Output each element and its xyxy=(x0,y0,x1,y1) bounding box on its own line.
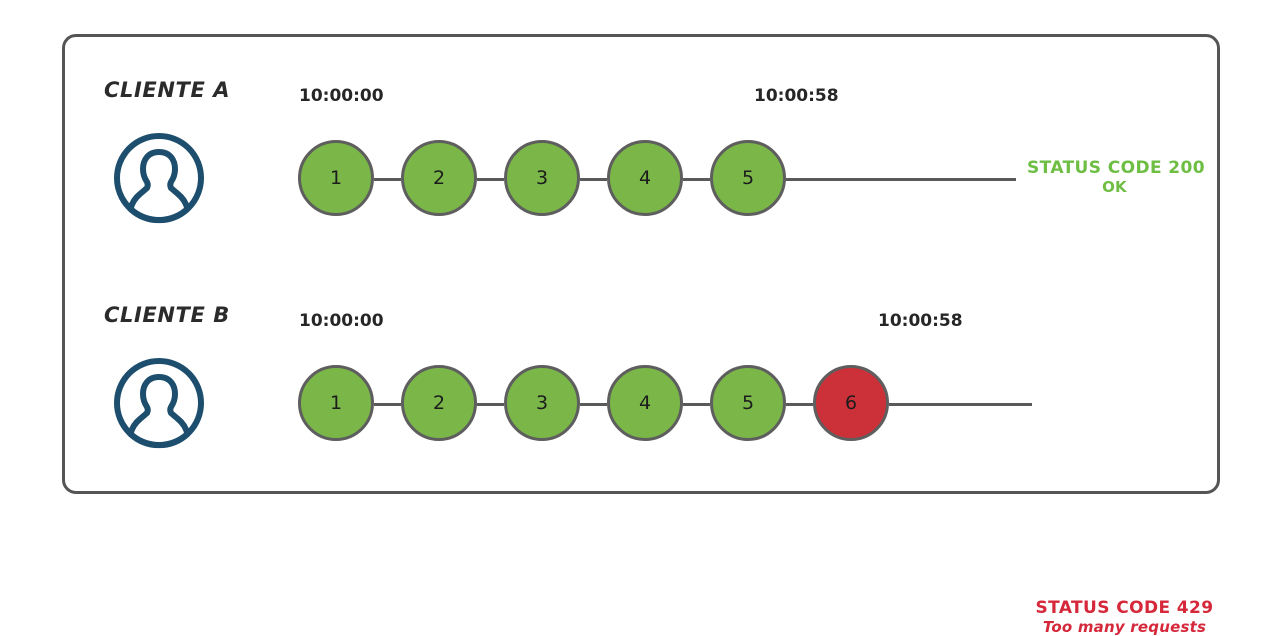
connector-tail-a xyxy=(786,178,1016,181)
request-node-label: 1 xyxy=(329,392,343,414)
request-node[interactable]: 3 xyxy=(504,365,580,441)
timestamp-start-b: 10:00:00 xyxy=(299,311,384,331)
request-node-label: 5 xyxy=(741,167,755,189)
status-code-b: STATUS CODE 429 xyxy=(1035,598,1214,618)
connector-5-6 xyxy=(786,403,813,406)
status-badge-a: STATUS CODE 200 OK xyxy=(1027,158,1205,196)
connector-2-3 xyxy=(477,178,504,181)
request-node-rate-limited[interactable]: 6 xyxy=(813,365,889,441)
request-node-label: 6 xyxy=(844,392,858,414)
timestamp-start-a: 10:00:00 xyxy=(299,86,384,106)
request-node-label: 2 xyxy=(432,167,446,189)
request-node[interactable]: 1 xyxy=(298,365,374,441)
request-node-label: 2 xyxy=(432,392,446,414)
connector-tail-b xyxy=(889,403,1032,406)
status-message-a: OK xyxy=(1102,178,1127,196)
diagram-canvas: CLIENTE A 10:00:00 10:00:58 1 2 3 4 5 ST… xyxy=(62,34,1220,636)
connector-3-4 xyxy=(580,178,607,181)
connector-1-2 xyxy=(374,178,401,181)
request-node[interactable]: 2 xyxy=(401,140,477,216)
request-node-label: 4 xyxy=(638,167,652,189)
user-avatar-icon xyxy=(113,132,205,224)
request-node[interactable]: 4 xyxy=(607,140,683,216)
user-avatar-icon xyxy=(113,357,205,449)
connector-4-5 xyxy=(683,178,710,181)
request-node-label: 4 xyxy=(638,392,652,414)
request-node-label: 1 xyxy=(329,167,343,189)
status-badge-b: STATUS CODE 429 Too many requests xyxy=(1032,598,1217,636)
timestamp-end-b: 10:00:58 xyxy=(878,311,963,331)
connector-2-3 xyxy=(477,403,504,406)
connector-1-2 xyxy=(374,403,401,406)
status-code-a: STATUS CODE 200 xyxy=(1027,158,1205,178)
connector-4-5 xyxy=(683,403,710,406)
request-node-label: 3 xyxy=(535,167,549,189)
request-node-label: 3 xyxy=(535,392,549,414)
request-node[interactable]: 5 xyxy=(710,365,786,441)
client-label-b: CLIENTE B xyxy=(104,303,230,327)
request-node[interactable]: 5 xyxy=(710,140,786,216)
request-node-label: 5 xyxy=(741,392,755,414)
request-node[interactable]: 3 xyxy=(504,140,580,216)
request-node[interactable]: 2 xyxy=(401,365,477,441)
client-label-a: CLIENTE A xyxy=(104,78,231,102)
request-node[interactable]: 1 xyxy=(298,140,374,216)
status-message-b: Too many requests xyxy=(1042,618,1207,636)
timestamp-end-a: 10:00:58 xyxy=(754,86,839,106)
request-node[interactable]: 4 xyxy=(607,365,683,441)
connector-3-4 xyxy=(580,403,607,406)
